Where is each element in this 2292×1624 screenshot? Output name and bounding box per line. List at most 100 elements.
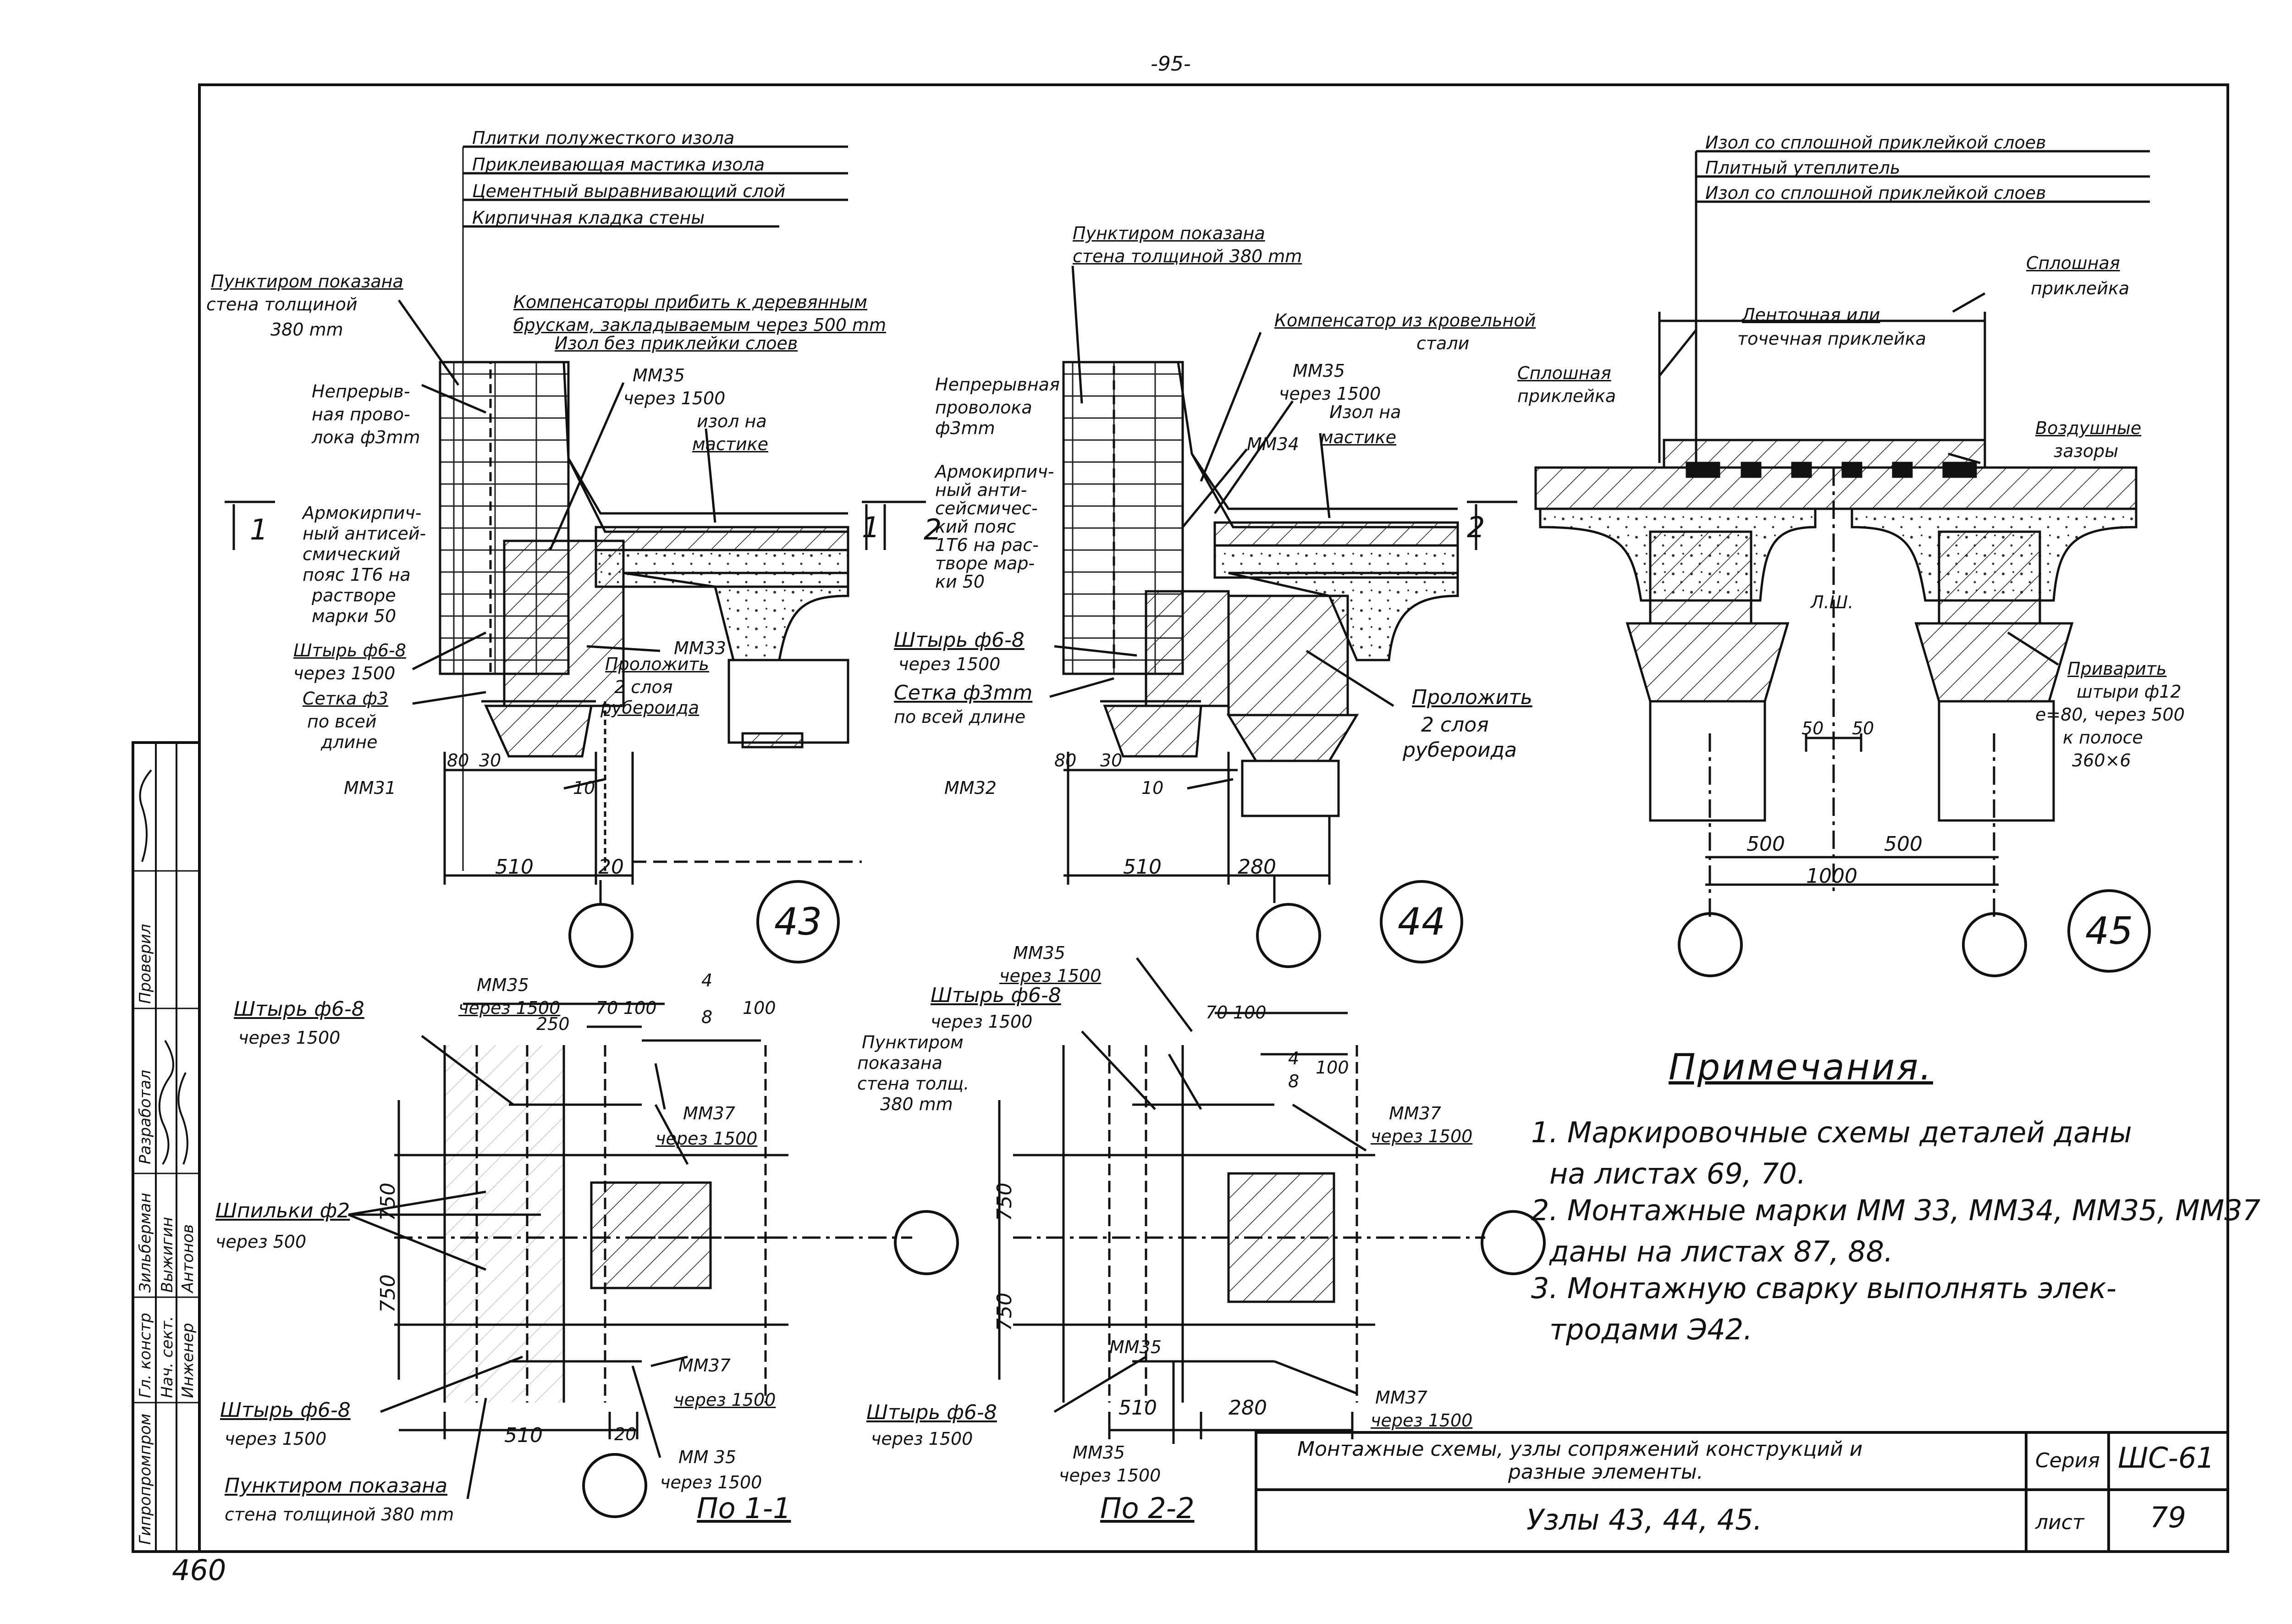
node-44-mm32: ММ32: [944, 778, 997, 798]
node-43-mesh-2: по всей: [307, 711, 377, 732]
notes-line-6: тродами Э42.: [1549, 1313, 1752, 1346]
node-43-izol-1: изол на: [697, 411, 767, 431]
section-1-lines: [348, 1002, 912, 1499]
series-value: ШС-61: [2118, 1441, 2215, 1475]
section-2-v-dim-2: 750: [992, 1293, 1016, 1331]
node-43-mm35-2: через 1500: [623, 388, 726, 408]
node-43-mesh-3: длине: [321, 732, 378, 752]
node-43-wire-2: ная прово-: [312, 404, 410, 424]
node-43-belt-3: смический: [303, 544, 401, 564]
notes-line-1: 1. Маркировочные схемы деталей даны: [1531, 1116, 2132, 1149]
node-43-lay-2: 2 слоя: [614, 677, 673, 697]
section-1-pin-top-1: Штырь ф6-8: [234, 997, 364, 1021]
section-2-dotted-note-4: 380 mm: [880, 1094, 953, 1114]
node-43-mm35-1: ММ35: [633, 365, 685, 385]
node-44-belt-4: кий пояс: [935, 517, 1016, 537]
section-1-title: По 1-1: [697, 1492, 791, 1525]
node-44-number: 44: [1380, 880, 1463, 963]
section-1-axis-circle-bottom: [582, 1453, 647, 1518]
node-43-dim-20: 20: [598, 855, 624, 879]
section-2-frac-100: 100: [1316, 1057, 1349, 1078]
node-43-belt-6: марки 50: [312, 606, 397, 626]
node-44-pin-1: Штырь ф6-8: [894, 628, 1025, 652]
section-2-mm37-top-2: через 1500: [1371, 1126, 1473, 1146]
node-43-wire-3: лока ф3mm: [312, 427, 420, 447]
node-43-belt-1: Армокирпич-: [303, 503, 422, 523]
node-45-air-2: зазоры: [2054, 441, 2119, 461]
node-45-weld-5: 360×6: [2072, 750, 2131, 771]
node-43-dim-510: 510: [495, 855, 534, 879]
node-44-dim-510: 510: [1123, 855, 1162, 879]
node-44-mm35-2: через 1500: [1279, 384, 1381, 404]
section-2-lines: [998, 957, 1485, 1444]
section-2-mm37-bot-2: через 1500: [1371, 1410, 1473, 1431]
sheet-label: лист: [2035, 1511, 2084, 1534]
node-43-belt-2: ный антисей-: [303, 523, 426, 544]
node-44-lines: [880, 265, 1517, 903]
node-45-strip-1: Ленточная или: [1742, 305, 1880, 325]
section-1-dim-250: 250: [536, 1014, 570, 1034]
node-45-strip-2: точечная приклейка: [1737, 329, 1926, 349]
section-2-mm35-bot-2: через 1500: [1059, 1465, 1161, 1486]
node-43-dim-10: 10: [573, 778, 595, 798]
node-45-layer-3: Изол со сплошной приклейкой слоев: [1705, 183, 2046, 203]
section-2-pin-bot-1: Штырь ф6-8: [866, 1401, 997, 1424]
node-44-belt-5: 1Т6 на рас-: [935, 535, 1039, 555]
section-2-dim-280: 280: [1229, 1396, 1267, 1420]
node-45-dim-50b: 50: [1852, 718, 1874, 738]
corner-number: 460: [172, 1553, 226, 1587]
stamp-role-top-2: Разработал: [136, 1070, 154, 1164]
node-45-solid-left-1: Сплошная: [1517, 363, 1611, 383]
stamp-role-top-1: Проверил: [136, 924, 154, 1004]
section-2-pin-top-1: Штырь ф6-8: [931, 984, 1061, 1007]
section-2-dim-510: 510: [1118, 1396, 1157, 1420]
section-2-dim-70: 70: [1206, 1002, 1228, 1023]
section-2-mm35-bot-1: ММ35: [1073, 1442, 1125, 1463]
section-1-dotted-note-1: Пунктиром показана: [225, 1474, 448, 1497]
section-2-axis-circle-right: [1481, 1210, 1546, 1275]
notes-title: Примечания.: [1669, 1047, 1933, 1088]
node-43-compensators-2: брускам, закладываемым через 500 mm: [513, 315, 887, 335]
node-45-solid-right-2: приклейка: [2031, 278, 2130, 298]
node-44-mesh-2: по всей длине: [894, 707, 1026, 727]
section-1-dim-20: 20: [614, 1424, 637, 1444]
node-45-rsh: Л.Ш.: [1811, 592, 1854, 612]
node-43-dotted-note-2: стена толщиной: [206, 294, 358, 314]
stamp-name-2: Выжигин: [158, 1217, 176, 1293]
section-1-mm37-top-1: ММ37: [683, 1103, 735, 1123]
section-2-mm37-top-1: ММ37: [1389, 1103, 1441, 1123]
node-45-layer-1: Изол со сплошной приклейкой слоев: [1705, 132, 2046, 153]
node-45-axis-circle-right: [1962, 912, 2027, 977]
section-1-mm37-top-2: через 1500: [656, 1129, 758, 1149]
node-44-lay-2: 2 слоя: [1421, 713, 1489, 737]
node-45-solid-left-2: приклейка: [1517, 386, 1616, 406]
node-43-lines: [225, 145, 912, 903]
node-45-weld-3: е=80, через 500: [2035, 705, 2185, 725]
section-2-dotted-note-2: показана: [857, 1053, 942, 1073]
node-43-axis-circle: [568, 903, 634, 968]
section-1-mm35-top-2: через 1500: [458, 998, 561, 1018]
section-2-frac-8: 8: [1288, 1071, 1300, 1091]
node-45-lines: [1534, 150, 2150, 917]
node-44-dim-10: 10: [1141, 778, 1164, 798]
section-1-dotted-note-2: стена толщиной 380 mm: [225, 1504, 454, 1525]
section-1-frac-4: 4: [701, 970, 713, 991]
node-43-izol-2: мастике: [692, 434, 769, 454]
node-44-belt-7: ки 50: [935, 572, 985, 592]
section-1-pin-bot-2: через 1500: [225, 1429, 327, 1449]
sheet-title: Узлы 43, 44, 45.: [1526, 1503, 1763, 1536]
node-45-dim-500b: 500: [1884, 832, 1923, 856]
node-44-dotted-note-2: стена толщиной 380 mm: [1073, 246, 1302, 266]
node-43-compensators-3: Изол без приклейки слоев: [555, 333, 798, 353]
node-44-wire-2: проволока: [935, 397, 1032, 418]
node-45-dim-500a: 500: [1747, 832, 1785, 856]
node-45-dim-50a: 50: [1802, 718, 1824, 738]
node-43-mesh-1: Сетка ф3: [303, 688, 389, 709]
stamp-org: Гипропромпром: [136, 1413, 154, 1545]
node-45-weld-2: штыри ф12: [2077, 682, 2182, 702]
node-44-wire-3: ф3mm: [935, 418, 995, 438]
notes-line-2: на листах 69, 70.: [1549, 1157, 1806, 1190]
node-44-axis-circle: [1256, 903, 1321, 968]
section-1-mm35-top-1: ММ35: [477, 975, 529, 995]
node-44-compensator-2: стали: [1416, 333, 1470, 353]
